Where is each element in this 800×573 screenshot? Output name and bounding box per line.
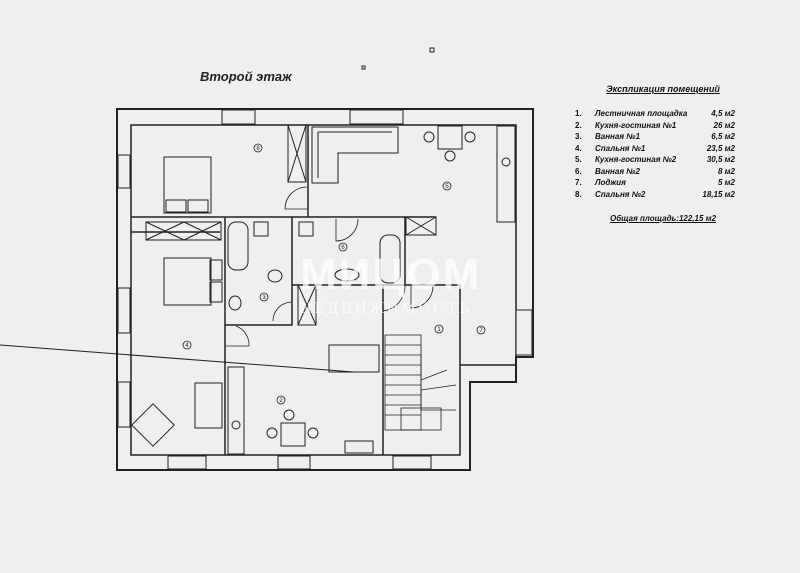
legend-item: 2. Кухня-гостиная №1 26 м2: [567, 120, 747, 132]
legend-item: 3. Ванная №1 6,5 м2: [567, 131, 747, 143]
legend-item: 8. Спальня №2 18,15 м2: [567, 189, 747, 201]
legend-item: 1. Лестничная площадка 4,5 м2: [567, 108, 747, 120]
kitchen-units: [227, 125, 516, 455]
legend-item-area: 26 м2: [713, 120, 736, 130]
wardrobes: [145, 124, 437, 326]
legend-item-num: 1.: [575, 109, 582, 119]
legend-item-num: 6.: [575, 166, 582, 176]
room-legend: Экспликация помещений 1. Лестничная площа…: [567, 84, 747, 223]
legend-item: 7. Лоджия 5 м2: [567, 177, 747, 189]
legend-item-name: Кухня-гостиная №1: [595, 120, 677, 130]
beds: [163, 156, 223, 306]
doors: [226, 186, 434, 347]
floor-title: Второй этаж: [200, 69, 292, 84]
legend-item-num: 2.: [575, 120, 582, 130]
room-number: 3: [262, 295, 266, 301]
room-number: 4: [185, 343, 189, 349]
legend-item-name: Кухня-гостиная №2: [595, 155, 677, 165]
room-number: 6: [341, 245, 345, 251]
dining-sets: [266, 125, 476, 447]
total-area: Общая площадь:122,15 м2: [609, 214, 717, 223]
marker: [361, 65, 366, 70]
legend-item-area: 30,5 м2: [706, 155, 735, 165]
room-number: 2: [279, 398, 283, 404]
legend-item-area: 6,5 м2: [711, 132, 735, 142]
legend-item-area: 23,5 м2: [706, 143, 735, 153]
legend-item-num: 7.: [575, 178, 582, 188]
legend-item: 4. Спальня №1 23,5 м2: [567, 143, 747, 155]
room-number: 5: [445, 184, 449, 190]
staircase: [384, 334, 457, 431]
legend-item-area: 4,5 м2: [711, 109, 735, 119]
legend-item-name: Лестничная площадка: [595, 109, 688, 119]
windows: [117, 109, 533, 470]
legend-item-name: Ванная №2: [595, 166, 640, 176]
legend-item-area: 8 м2: [717, 166, 735, 176]
bath-fixtures: [227, 221, 401, 311]
legend-item-num: 8.: [575, 189, 582, 199]
watermark-brand: МИЦОМ: [300, 250, 482, 299]
room-number: 1: [437, 327, 441, 333]
legend-item-name: Ванная №1: [595, 132, 640, 142]
marker: [429, 47, 435, 53]
legend-item: 5. Кухня-гостиная №2 30,5 м2: [567, 154, 747, 166]
legend-item-name: Спальня №2: [595, 189, 646, 199]
legend-item-num: 5.: [575, 155, 582, 165]
legend-item-name: Спальня №1: [595, 143, 646, 153]
room-markers: 8 5 6 3 4 2 1 7: [182, 143, 486, 405]
legend-item-name: Лоджия: [595, 178, 626, 188]
room-number: 8: [256, 146, 260, 152]
legend-title: Экспликация помещений: [606, 84, 720, 94]
legend-item-area: 5 м2: [717, 178, 735, 188]
room-number: 7: [479, 328, 483, 334]
outer-wall: [116, 108, 534, 471]
legend-item-num: 3.: [575, 132, 582, 142]
legend-item: 6. Ванная №2 8 м2: [567, 166, 747, 178]
sofas: [0, 126, 399, 447]
watermark-sub: НЕДВИЖИМОСТЬ: [300, 300, 472, 317]
legend-item-area: 18,15 м2: [702, 189, 735, 199]
legend-item-num: 4.: [575, 143, 582, 153]
